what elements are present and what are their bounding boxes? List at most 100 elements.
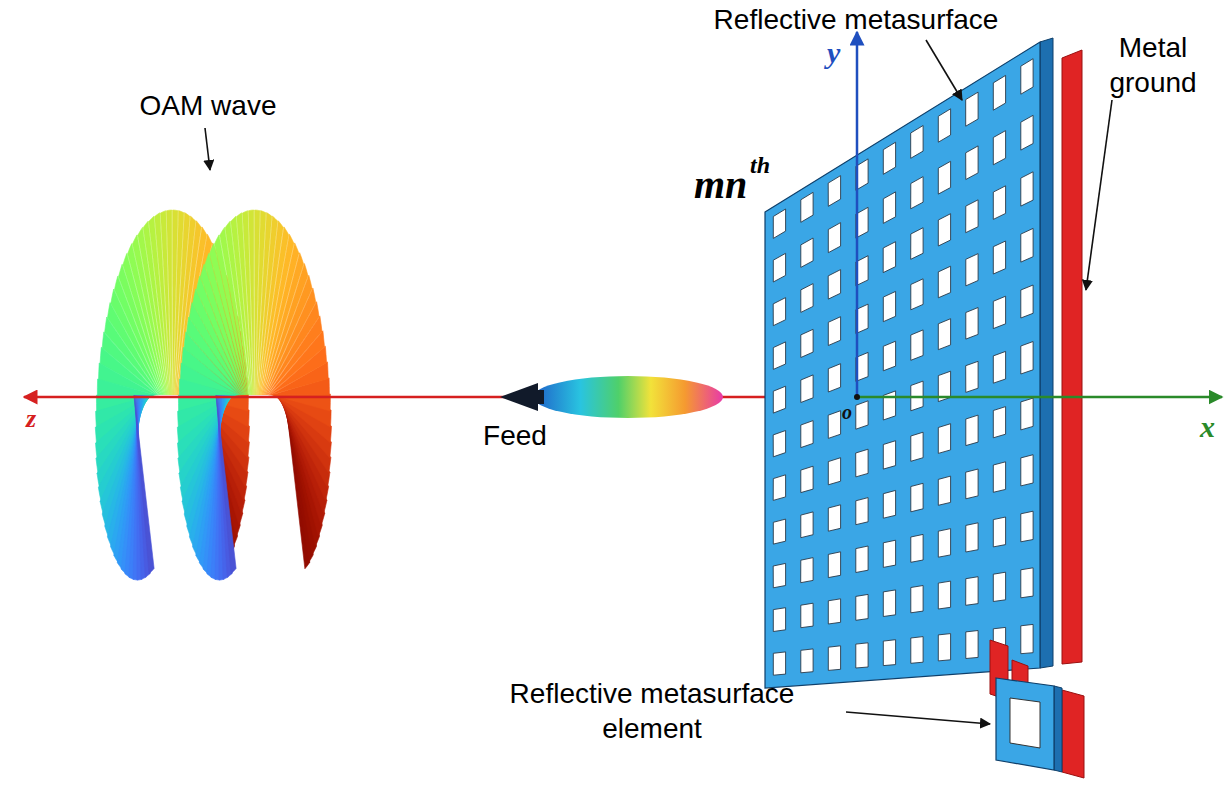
wavefront-sector bbox=[97, 379, 155, 396]
metasurface-cell bbox=[1021, 172, 1033, 206]
metasurface-cell bbox=[993, 517, 1005, 547]
metasurface-cell bbox=[828, 270, 840, 300]
metasurface-cell bbox=[966, 146, 978, 180]
metasurface-cell bbox=[773, 475, 785, 501]
metasurface-cell bbox=[828, 223, 840, 253]
metasurface-cell bbox=[883, 540, 895, 567]
metasurface-cell bbox=[966, 200, 978, 233]
metasurface-cell bbox=[938, 161, 950, 194]
metasurface-cell bbox=[938, 634, 950, 661]
feed-beam bbox=[533, 376, 723, 418]
metal-ground bbox=[1062, 50, 1082, 664]
metasurface-cell bbox=[828, 599, 840, 624]
metasurface-cell bbox=[966, 361, 978, 392]
y-axis bbox=[856, 32, 859, 397]
metasurface-cell bbox=[828, 364, 840, 392]
metasurface-cell bbox=[1021, 285, 1033, 318]
metasurface-cell bbox=[801, 238, 813, 267]
metasurface-cells bbox=[773, 59, 1033, 676]
element-slot bbox=[1010, 698, 1040, 748]
metasurface-cell bbox=[911, 330, 923, 360]
metasurface-cell bbox=[828, 176, 840, 207]
reflective-metasurface bbox=[765, 42, 1040, 688]
metasurface-cell bbox=[828, 317, 840, 346]
metasurface-cell bbox=[801, 421, 813, 448]
element-index: mn bbox=[694, 160, 754, 210]
metasurface-cell bbox=[883, 490, 895, 518]
wavefront-sector bbox=[273, 395, 331, 427]
element-ground bbox=[1062, 690, 1084, 778]
metasurface-cell bbox=[856, 546, 868, 573]
metasurface-cell bbox=[773, 652, 785, 675]
origin-dot bbox=[854, 394, 860, 400]
metasurface-cell bbox=[911, 228, 923, 260]
metasurface-cell bbox=[966, 631, 978, 659]
metasurface-cell bbox=[773, 608, 785, 632]
metasurface-cell bbox=[993, 462, 1005, 493]
metasurface-cell bbox=[1021, 59, 1033, 94]
metasurface-cell bbox=[938, 529, 950, 558]
metasurface-cell bbox=[801, 603, 813, 628]
metasurface-cell bbox=[856, 401, 868, 429]
oam-wave bbox=[95, 210, 331, 580]
metasurface-cell bbox=[966, 523, 978, 552]
metasurface-cell bbox=[938, 476, 950, 505]
element-index: th bbox=[750, 150, 780, 180]
metasurface-cell bbox=[911, 483, 923, 512]
metasurface-cell bbox=[1021, 455, 1033, 486]
part-label: Metal ground bbox=[1082, 30, 1224, 100]
part-label: Reflective metasurface bbox=[676, 2, 1036, 37]
wavefront-sector bbox=[216, 395, 236, 574]
metasurface-cell bbox=[993, 241, 1005, 274]
metasurface-cell bbox=[773, 253, 785, 282]
metasurface-cell bbox=[938, 581, 950, 609]
metasurface-cell bbox=[966, 308, 978, 340]
metasurface-cell bbox=[773, 342, 785, 370]
metasurface-cell bbox=[911, 279, 923, 310]
oam-wavefront bbox=[177, 210, 331, 580]
leader-line bbox=[1086, 100, 1112, 290]
metasurface-cell bbox=[828, 411, 840, 439]
x-axis bbox=[857, 396, 1222, 399]
metasurface-cell bbox=[801, 466, 813, 492]
metasurface-cell bbox=[883, 341, 895, 371]
metasurface-cell bbox=[1021, 398, 1033, 430]
metasurface-cell bbox=[856, 498, 868, 525]
metasurface-cell bbox=[993, 75, 1005, 110]
metasurface-cell bbox=[773, 519, 785, 544]
leader-line bbox=[846, 712, 990, 724]
metasurface-cell bbox=[938, 109, 950, 142]
metasurface-cell bbox=[801, 649, 813, 673]
metasurface-cell bbox=[993, 572, 1005, 601]
metasurface-cell bbox=[883, 142, 895, 174]
oam-wavefront bbox=[95, 210, 249, 580]
metasurface-cell bbox=[911, 586, 923, 613]
metasurface-cell bbox=[911, 177, 923, 209]
metasurface-cell bbox=[828, 646, 840, 671]
metasurface-cell bbox=[883, 192, 895, 224]
metasurface-cell bbox=[1021, 624, 1033, 653]
metasurface-cell bbox=[966, 254, 978, 286]
leader-line bbox=[926, 40, 962, 100]
metasurface-cell bbox=[883, 291, 895, 321]
metasurface-cell bbox=[966, 415, 978, 446]
metasurface-cell bbox=[801, 284, 813, 313]
axis-label: z bbox=[26, 403, 50, 436]
metasurface-cell bbox=[883, 590, 895, 617]
metasurface-cell bbox=[1021, 228, 1033, 262]
metasurface-cell bbox=[883, 640, 895, 666]
metasurface-cell bbox=[993, 186, 1005, 220]
metasurface-cell bbox=[938, 266, 950, 298]
metasurface-cell bbox=[993, 351, 1005, 383]
metasurface-cell bbox=[801, 375, 813, 403]
metasurface-cell bbox=[993, 296, 1005, 328]
metasurface-cell bbox=[828, 458, 840, 485]
metasurface-cell bbox=[773, 209, 785, 238]
metasurface-cell bbox=[801, 329, 813, 357]
metasurface-cell bbox=[801, 558, 813, 583]
metasurface-cell bbox=[773, 298, 785, 326]
metasurface-cell bbox=[1021, 342, 1033, 375]
metasurface-cell bbox=[993, 131, 1005, 165]
